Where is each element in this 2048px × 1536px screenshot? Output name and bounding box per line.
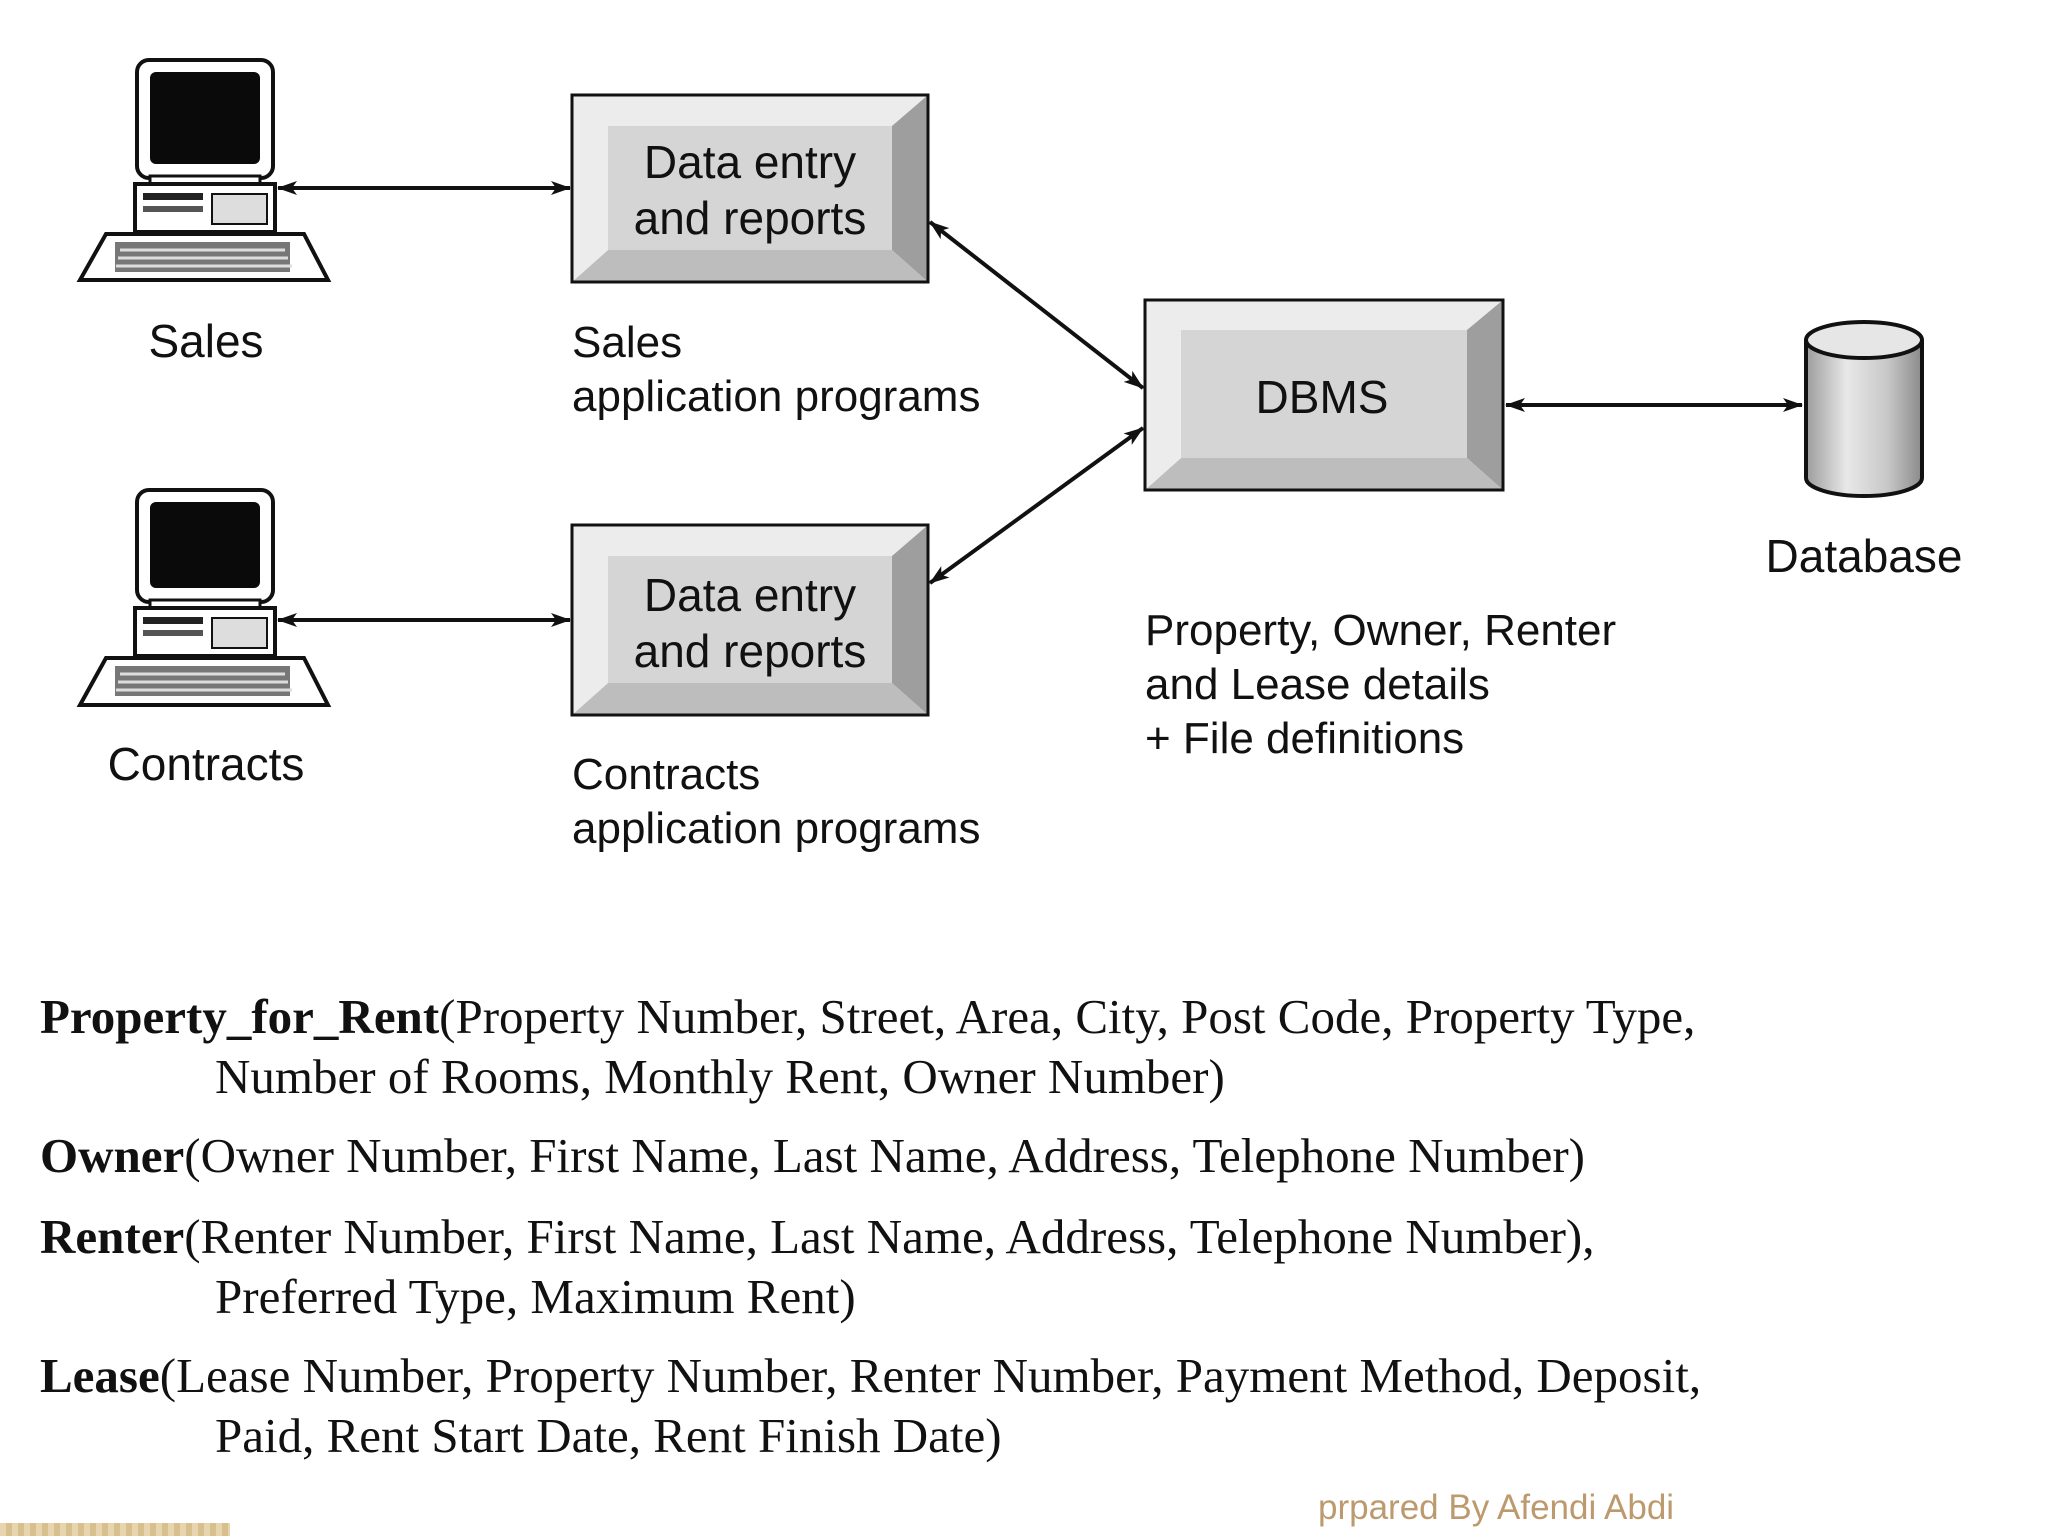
corner-decoration	[0, 1523, 230, 1536]
schema-lease-name: Lease	[40, 1348, 160, 1403]
schema-lease: Lease(Lease Number, Property Number, Ren…	[40, 1346, 1701, 1466]
schema-renter: Renter(Renter Number, First Name, Last N…	[40, 1207, 1594, 1327]
database-label: Database	[1766, 530, 1963, 582]
contracts-app-box-line1: Data entry	[644, 569, 856, 621]
dbms-caption-line2: and Lease details	[1145, 660, 1490, 709]
credit-footer: prpared By Afendi Abdi	[1318, 1488, 1675, 1527]
contracts-app-caption-line1: Contracts	[572, 750, 761, 799]
sales-app-caption-line2: application programs	[572, 372, 981, 421]
schema-property-for-rent-attrs-2: Number of Rooms, Monthly Rent, Owner Num…	[215, 1049, 1225, 1104]
schema-owner-name: Owner	[40, 1128, 185, 1183]
schema-property-for-rent-attrs-1: (Property Number, Street, Area, City, Po…	[439, 989, 1696, 1044]
schema-property-for-rent: Property_for_Rent(Property Number, Stree…	[40, 987, 1695, 1107]
sales-app-box-line2: and reports	[634, 192, 867, 244]
schema-renter-attrs-2: Preferred Type, Maximum Rent)	[215, 1269, 856, 1324]
schema-property-for-rent-name: Property_for_Rent	[40, 989, 440, 1044]
dbms-caption-line1: Property, Owner, Renter	[1145, 606, 1617, 655]
schema-lease-attrs-2: Paid, Rent Start Date, Rent Finish Date)	[215, 1408, 1002, 1463]
schema-owner-attrs-1: (Owner Number, First Name, Last Name, Ad…	[184, 1128, 1585, 1183]
contracts-app-box: Data entry and reports	[570, 523, 930, 717]
schema-renter-attrs-1: (Renter Number, First Name, Last Name, A…	[184, 1209, 1595, 1264]
dbms-box: DBMS	[1143, 298, 1505, 492]
sales-app-caption: Sales application programs	[572, 316, 980, 424]
contracts-terminal-label: Contracts	[108, 738, 305, 790]
sales-computer-icon	[76, 58, 332, 282]
contracts-app-caption: Contracts application programs	[572, 748, 980, 856]
schema-lease-attrs-1: (Lease Number, Property Number, Renter N…	[159, 1348, 1702, 1403]
contracts-app-box-line2: and reports	[634, 625, 867, 677]
dbms-label: DBMS	[1256, 371, 1389, 423]
contracts-app-caption-line2: application programs	[572, 804, 981, 853]
sales-app-caption-line1: Sales	[572, 318, 683, 367]
sales-app-to-dbms-arrow	[928, 220, 1145, 390]
dbms-caption: Property, Owner, Renter and Lease detail…	[1145, 604, 1616, 766]
database-icon	[1804, 320, 1924, 498]
contracts-computer-icon	[76, 488, 332, 707]
sales-app-box: Data entry and reports	[570, 93, 930, 284]
schema-owner: Owner(Owner Number, First Name, Last Nam…	[40, 1126, 1585, 1186]
architecture-diagram: Sales Contracts Data entry and reports	[76, 58, 1963, 790]
contracts-app-to-dbms-arrow	[928, 426, 1145, 585]
dbms-caption-line3: + File definitions	[1145, 714, 1465, 763]
sales-app-box-line1: Data entry	[644, 136, 856, 188]
sales-terminal-label: Sales	[148, 315, 263, 367]
schema-renter-name: Renter	[40, 1209, 185, 1264]
